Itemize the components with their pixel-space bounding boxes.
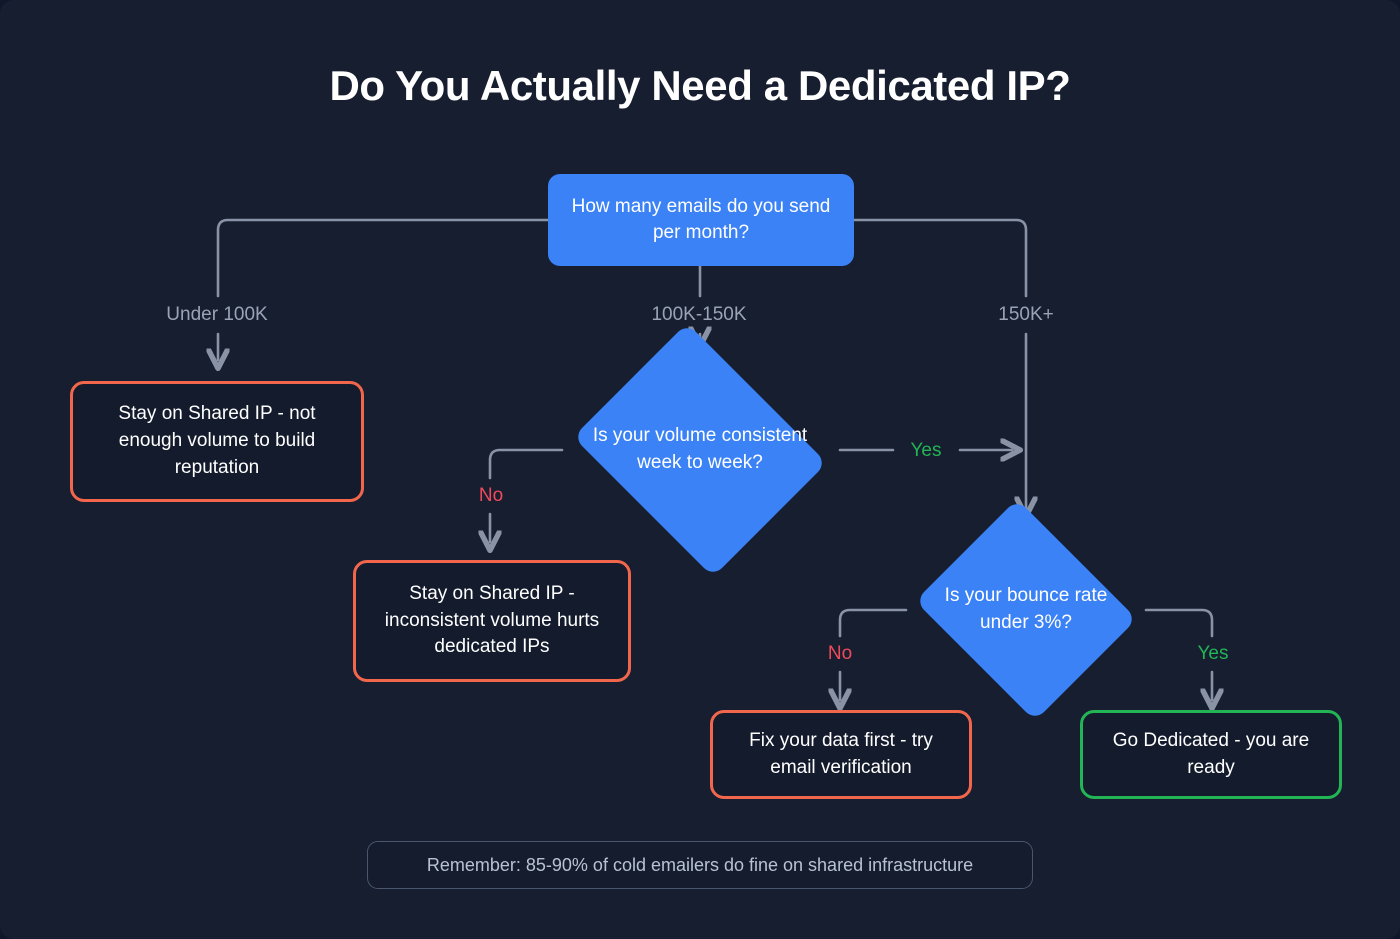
node-outcome-low-volume-label: Stay on Shared IP - not enough volume to…	[118, 403, 316, 478]
node-outcome-inconsistent[interactable]: Stay on Shared IP - inconsistent volume …	[353, 560, 631, 682]
edge-label-volume-yes: Yes	[910, 440, 942, 461]
edge-root-to-low-volume-upper	[216, 218, 552, 298]
footer-note-label: Remember: 85-90% of cold emailers do fin…	[426, 854, 974, 875]
edge-label-bounce-no: No	[827, 643, 853, 664]
node-outcome-fix-data-label: Fix your data first - try email verifica…	[749, 729, 933, 778]
node-decision-bounce[interactable]: Is your bounce rate under 3%?	[906, 499, 1146, 721]
node-outcome-go-dedicated[interactable]: Go Dedicated - you are ready	[1080, 710, 1342, 799]
node-root-question-label: How many emails do you send per month?	[571, 195, 831, 243]
node-outcome-low-volume[interactable]: Stay on Shared IP - not enough volume to…	[70, 381, 364, 502]
edge-bounce-yes-upper	[1144, 608, 1214, 638]
edge-volume-no-upper	[488, 448, 564, 480]
node-decision-volume[interactable]: Is your volume consistent week to week?	[560, 323, 840, 577]
node-outcome-inconsistent-label: Stay on Shared IP - inconsistent volume …	[384, 582, 600, 658]
edge-root-to-bounce-upper	[852, 218, 1028, 298]
node-decision-bounce-label: Is your bounce rate under 3%?	[944, 585, 1108, 633]
edge-bounce-no-upper	[838, 608, 908, 638]
node-root-question[interactable]: How many emails do you send per month?	[548, 174, 854, 266]
edge-label-150k-plus: 150K+	[998, 304, 1054, 325]
edge-label-100k-150k: 100K-150K	[651, 304, 747, 325]
page-title: Do You Actually Need a Dedicated IP?	[329, 62, 1071, 109]
edge-label-volume-no: No	[478, 485, 504, 506]
edge-label-bounce-yes: Yes	[1197, 643, 1229, 664]
edge-label-under-100k: Under 100K	[166, 304, 268, 325]
footer-note: Remember: 85-90% of cold emailers do fin…	[367, 841, 1033, 889]
node-outcome-go-dedicated-label: Go Dedicated - you are ready	[1112, 729, 1310, 778]
node-outcome-fix-data[interactable]: Fix your data first - try email verifica…	[710, 710, 972, 799]
node-decision-volume-label: Is your volume consistent week to week?	[592, 425, 808, 473]
